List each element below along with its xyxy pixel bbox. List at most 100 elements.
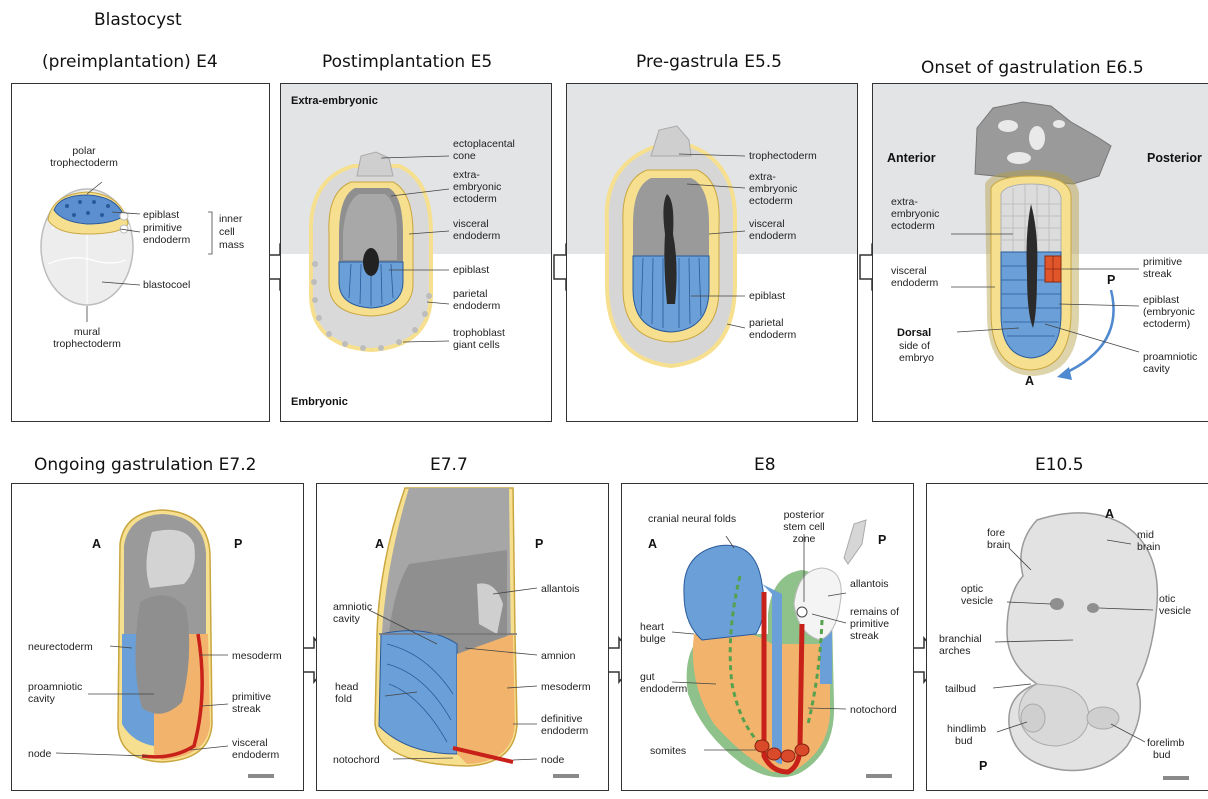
label-dorsal-sub-2: embryo bbox=[899, 352, 934, 364]
label-mesoderm: mesoderm bbox=[232, 650, 282, 662]
e7-7-diagram: A P allantois amniotic cavity amnion hea… bbox=[317, 484, 608, 790]
label-dorsal: Dorsal bbox=[897, 327, 931, 339]
label-allantois: allantois bbox=[850, 578, 889, 590]
e10-5-diagram: A P fore brain mid brain optic vesicle o… bbox=[927, 484, 1208, 790]
label-mural-1: mural bbox=[74, 326, 100, 338]
e6-5-diagram: Anterior Posterior extra- embryonic ecto… bbox=[873, 84, 1208, 421]
panel-e10-5: A P fore brain mid brain optic vesicle o… bbox=[926, 483, 1208, 791]
panel-e8: A P cranial neural folds posterior stem … bbox=[621, 483, 914, 791]
label-otic-1: otic bbox=[1159, 593, 1175, 605]
label-visceral-1: visceral bbox=[232, 737, 268, 749]
label-a: A bbox=[375, 537, 384, 551]
label-amniotic-2: cavity bbox=[333, 613, 361, 625]
label-prim-streak-1: primitive bbox=[1143, 256, 1182, 268]
stage-title-e10-5: E10.5 bbox=[1035, 455, 1084, 475]
label-gut-2: endoderm bbox=[640, 683, 688, 695]
label-exe-ecto-1: extra- bbox=[891, 196, 918, 208]
label-exe-ecto-3: ectoderm bbox=[749, 195, 793, 207]
label-posterior: Posterior bbox=[1147, 151, 1202, 165]
label-gut-1: gut bbox=[640, 671, 655, 683]
label-dorsal-sub-1: side of bbox=[899, 340, 930, 352]
label-heart-1: heart bbox=[640, 621, 664, 633]
label-p: P bbox=[878, 533, 886, 547]
label-polar-2: trophectoderm bbox=[50, 157, 118, 169]
label-visceral-2: endoderm bbox=[749, 230, 797, 242]
label-fore-1: fore bbox=[987, 527, 1005, 539]
label-notochord: notochord bbox=[850, 704, 897, 716]
panel-e6-5: Anterior Posterior extra- embryonic ecto… bbox=[872, 83, 1208, 422]
stage-title-e8: E8 bbox=[754, 455, 776, 475]
stage-title-blastocyst-line2: (preimplantation) E4 bbox=[42, 52, 218, 72]
label-mid-2: brain bbox=[1137, 541, 1161, 553]
label-exe-ecto-3: ectoderm bbox=[891, 220, 935, 232]
panel-e7-2: A P neurectoderm mesoderm proamniotic ca… bbox=[11, 483, 304, 791]
label-optic-2: vesicle bbox=[961, 595, 993, 607]
stage-title-e7-7: E7.7 bbox=[430, 455, 468, 475]
label-exe-ecto-2: embryonic bbox=[453, 181, 501, 193]
e5-diagram: Extra-embryonic Embryonic ectoplacental … bbox=[281, 84, 551, 421]
label-trophoblast-2: giant cells bbox=[453, 339, 500, 351]
label-parietal-2: endoderm bbox=[453, 300, 501, 312]
label-prim-streak-1: primitive bbox=[232, 691, 271, 703]
panel-e5-5: trophectoderm extra- embryonic ectoderm … bbox=[566, 83, 858, 422]
label-posterior-stem-2: stem cell bbox=[783, 521, 824, 533]
label-optic-1: optic bbox=[961, 583, 983, 595]
label-p: P bbox=[535, 537, 543, 551]
label-somites: somites bbox=[650, 745, 686, 757]
label-visceral-1: visceral bbox=[453, 218, 489, 230]
label-trophoblast-1: trophoblast bbox=[453, 327, 505, 339]
e8-diagram: A P cranial neural folds posterior stem … bbox=[622, 484, 913, 790]
label-proamniotic-2: cavity bbox=[28, 693, 56, 705]
label-proamniotic-1: proamniotic bbox=[1143, 351, 1197, 363]
label-visceral-1: visceral bbox=[891, 265, 927, 277]
label-embryonic: Embryonic bbox=[291, 396, 348, 408]
label-forelimb-1: forelimb bbox=[1147, 737, 1185, 749]
label-prim-endo-2: endoderm bbox=[143, 234, 191, 246]
label-otic-2: vesicle bbox=[1159, 605, 1191, 617]
label-p: P bbox=[234, 537, 242, 551]
scale-bar bbox=[1163, 776, 1189, 780]
label-epiblast-3: ectoderm) bbox=[1143, 318, 1190, 330]
e5-5-diagram: trophectoderm extra- embryonic ectoderm … bbox=[567, 84, 857, 421]
label-mid-1: mid bbox=[1137, 529, 1154, 541]
label-hindlimb-1: hindlimb bbox=[947, 723, 986, 735]
panel-e7-7: A P allantois amniotic cavity amnion hea… bbox=[316, 483, 609, 791]
label-epiblast-2: (embryonic bbox=[1143, 306, 1195, 318]
scale-bar bbox=[866, 774, 892, 778]
label-prim-endo-1: primitive bbox=[143, 222, 182, 234]
label-amnion: amnion bbox=[541, 650, 576, 662]
label-node: node bbox=[28, 748, 52, 760]
label-branchial-2: arches bbox=[939, 645, 971, 657]
label-mural-2: trophectoderm bbox=[53, 338, 121, 350]
label-exe-ecto-3: ectoderm bbox=[453, 193, 497, 205]
label-exe-ecto-2: embryonic bbox=[749, 183, 797, 195]
label-prim-streak-2: streak bbox=[1143, 268, 1172, 280]
panel-blastocyst: polar trophectoderm epiblast primitive e… bbox=[11, 83, 270, 422]
panel-e5: Extra-embryonic Embryonic ectoplacental … bbox=[280, 83, 552, 422]
label-remains-2: primitive bbox=[850, 618, 889, 630]
label-parietal-2: endoderm bbox=[749, 329, 797, 341]
label-mesoderm: mesoderm bbox=[541, 681, 591, 693]
stage-title-e6-5: Onset of gastrulation E6.5 bbox=[921, 58, 1144, 78]
label-branchial-1: branchial bbox=[939, 633, 982, 645]
label-epiblast-1: epiblast bbox=[1143, 294, 1179, 306]
label-definitive-1: definitive bbox=[541, 713, 583, 725]
label-trophectoderm: trophectoderm bbox=[749, 150, 817, 162]
label-icm-3: mass bbox=[219, 239, 244, 251]
label-p: P bbox=[979, 759, 987, 773]
label-exe-ecto-2: embryonic bbox=[891, 208, 939, 220]
label-head-fold-2: fold bbox=[335, 693, 352, 705]
label-posterior-stem-1: posterior bbox=[784, 509, 825, 521]
label-prim-streak-2: streak bbox=[232, 703, 261, 715]
label-head-fold-1: head bbox=[335, 681, 359, 693]
label-icm-2: cell bbox=[219, 226, 235, 238]
label-icm-1: inner bbox=[219, 213, 243, 225]
label-heart-2: bulge bbox=[640, 633, 666, 645]
e7-2-diagram: A P neurectoderm mesoderm proamniotic ca… bbox=[12, 484, 303, 790]
scale-bar bbox=[553, 774, 579, 778]
label-polar-1: polar bbox=[72, 145, 96, 157]
label-visceral-2: endoderm bbox=[891, 277, 939, 289]
label-visceral-1: visceral bbox=[749, 218, 785, 230]
label-posterior-stem-3: zone bbox=[793, 533, 816, 545]
label-proamniotic-2: cavity bbox=[1143, 363, 1171, 375]
